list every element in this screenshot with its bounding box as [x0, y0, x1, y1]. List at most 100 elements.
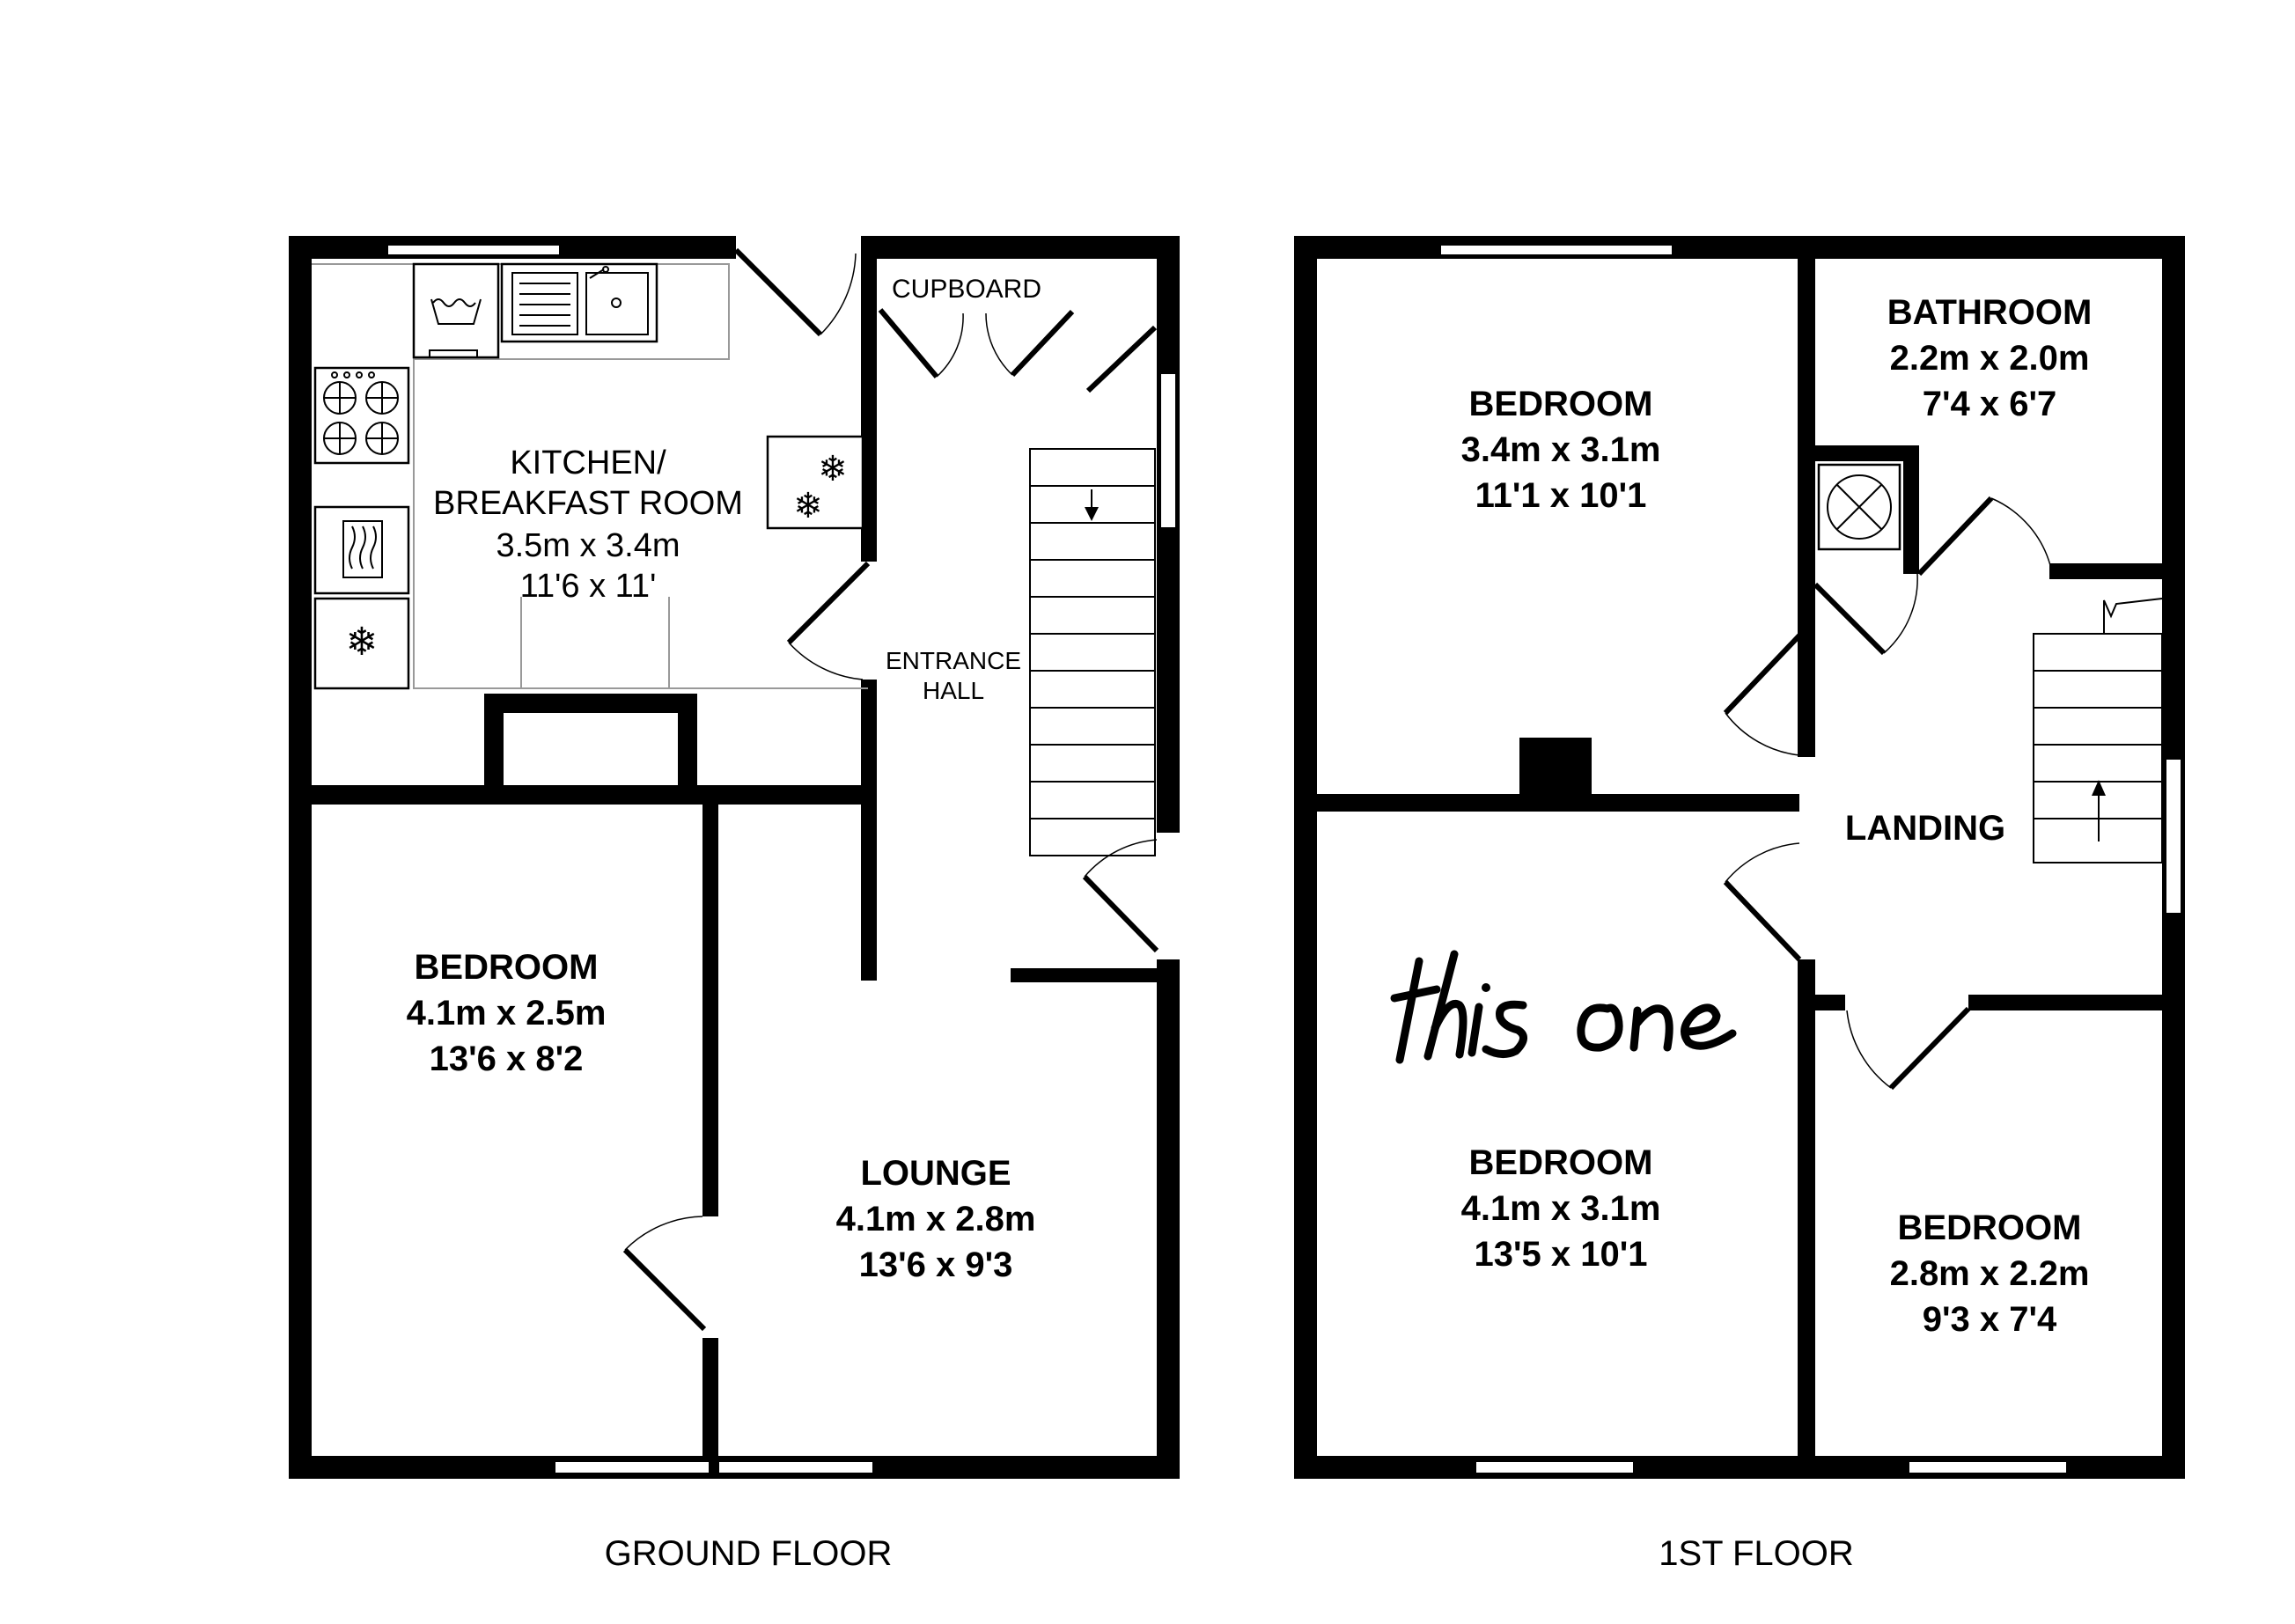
- cupboard-door-left-swing: [936, 312, 964, 378]
- bedroom-window: [554, 1460, 710, 1474]
- ground-wall-top-right: [861, 236, 1180, 259]
- rear-bedroom-imperial: 13'5 x 10'1: [1475, 1235, 1648, 1274]
- rear-bedroom-door-swing: [1725, 842, 1800, 883]
- chimney-breast-top: [484, 694, 697, 713]
- kitchen-hall-wall-lower: [861, 680, 877, 981]
- bedroom-door-swing: [624, 1216, 703, 1251]
- ground-bedroom-imperial: 13'6 x 8'2: [430, 1040, 584, 1078]
- rear-bedroom-door: [1723, 879, 1802, 962]
- landing-window: [2165, 758, 2182, 915]
- airing-cupboard-door-swing: [1883, 573, 1918, 654]
- kitchen-window: [386, 244, 561, 256]
- bathroom-door-swing: [1990, 497, 2052, 570]
- kitchen-worktop: [312, 263, 868, 689]
- kitchen-name-line1: KITCHEN/: [510, 445, 666, 481]
- first-stairs: [2033, 598, 2163, 863]
- bathroom-wall: [2049, 563, 2162, 579]
- entrance-hall-name-line1: ENTRANCE: [886, 647, 1021, 674]
- stairs-arrow-icon: [2092, 780, 2106, 841]
- freezer-icon: ❄: [313, 597, 410, 690]
- small-bedroom-wall-left: [1815, 995, 1845, 1010]
- ground-bedroom-name: BEDROOM: [415, 948, 599, 987]
- lounge-imperial: 13'6 x 9'3: [859, 1246, 1013, 1284]
- kitchen-name-line2: BREAKFAST ROOM: [433, 485, 743, 522]
- bathroom-name: BATHROOM: [1887, 293, 2093, 332]
- front-bedroom-door-swing: [1725, 712, 1800, 756]
- hob-icon: [313, 366, 410, 465]
- lounge-door: [1082, 874, 1159, 953]
- ground-wall-left: [289, 236, 312, 1479]
- stairs-arrow-icon: [1085, 489, 1099, 521]
- first-wall-left: [1294, 236, 1317, 1479]
- fridge-freezer-icon: ❄ ❄: [766, 435, 864, 530]
- microwave-icon: [313, 505, 410, 595]
- bedroom-door: [622, 1247, 707, 1332]
- small-bedroom-door: [1888, 1006, 1971, 1091]
- kitchen-hall-wall-upper: [861, 236, 877, 562]
- kitchen-door: [786, 561, 871, 645]
- cupboard-door-middle: [1010, 309, 1075, 378]
- svg-text:❄: ❄: [818, 449, 848, 489]
- front-bedroom-name: BEDROOM: [1469, 385, 1653, 423]
- ground-wall-right-upper: [1157, 236, 1180, 833]
- front-bedroom-imperial: 11'1 x 10'1: [1475, 476, 1647, 515]
- rear-bedroom-metric: 4.1m x 3.1m: [1461, 1189, 1661, 1228]
- chimney-breast-left: [484, 694, 504, 789]
- first-wall-top: [1294, 236, 2185, 259]
- small-bedroom-imperial: 9'3 x 7'4: [1923, 1300, 2057, 1339]
- lounge-name: LOUNGE: [860, 1154, 1011, 1193]
- ground-floor-plan: ❄ ❄ ❄ KITCHEN/ BREAKFA: [289, 236, 1180, 1573]
- small-bedroom-metric: 2.8m x 2.2m: [1890, 1254, 2090, 1293]
- front-bedroom-door: [1723, 633, 1802, 716]
- ground-wall-right-lower: [1157, 959, 1180, 1479]
- ground-stairs: [1029, 448, 1156, 856]
- landing-wall-lower: [1798, 959, 1815, 1479]
- front-door: [733, 247, 823, 337]
- svg-text:❄: ❄: [346, 620, 379, 665]
- bathroom-metric: 2.2m x 2.0m: [1890, 339, 2090, 378]
- bathroom-door: [1916, 496, 1994, 577]
- bathroom-imperial: 7'4 x 6'7: [1923, 385, 2056, 423]
- landing-name: LANDING: [1845, 809, 2005, 848]
- first-floor-caption: 1ST FLOOR: [1659, 1534, 1854, 1573]
- airing-cupboard-door: [1813, 582, 1887, 656]
- front-rear-bedroom-wall: [1317, 794, 1799, 812]
- chimney-breast-right: [678, 694, 697, 789]
- cupboard-door-left: [878, 308, 939, 378]
- first-chimney-breast: [1519, 738, 1592, 794]
- handwritten-annotation: [1390, 950, 1737, 1064]
- small-bedroom-window: [1908, 1460, 2068, 1474]
- kitchen-bedroom-wall: [312, 785, 868, 805]
- small-bedroom-door-swing: [1846, 1010, 1892, 1089]
- first-floor-plan: BEDROOM 3.4m x 3.1m 11'1 x 10'1 BATHROOM…: [1294, 236, 2185, 1573]
- rear-bedroom-name: BEDROOM: [1469, 1143, 1653, 1182]
- front-door-swing: [820, 253, 857, 335]
- front-bedroom-metric: 3.4m x 3.1m: [1461, 430, 1661, 469]
- sink-icon: [500, 262, 658, 343]
- svg-text:❄: ❄: [793, 486, 823, 526]
- hall-lounge-wall: [1011, 968, 1180, 982]
- cupboard-door-middle-swing: [985, 312, 1013, 376]
- lounge-window: [717, 1460, 874, 1474]
- entrance-hall-name-line2: HALL: [923, 677, 984, 704]
- front-bedroom-window: [1439, 244, 1673, 256]
- rear-bedroom-window: [1475, 1460, 1635, 1474]
- kitchen-metric: 3.5m x 3.4m: [496, 527, 680, 564]
- cupboard-name: CUPBOARD: [892, 275, 1041, 304]
- lounge-door-swing: [1084, 839, 1158, 878]
- kitchen-door-swing: [788, 642, 864, 680]
- boiler-icon: [1817, 463, 1901, 551]
- washing-machine-icon: [412, 262, 500, 359]
- ground-floor-caption: GROUND FLOOR: [605, 1534, 893, 1573]
- lounge-metric: 4.1m x 2.8m: [836, 1200, 1036, 1238]
- small-bedroom-wall-right: [1968, 995, 2162, 1010]
- ground-bedroom-metric: 4.1m x 2.5m: [407, 994, 607, 1032]
- bedroom-lounge-wall-upper: [702, 794, 718, 1216]
- cupboard-door-right: [1085, 325, 1158, 393]
- bedroom-lounge-wall-lower: [702, 1338, 718, 1461]
- hall-side-window: [1159, 372, 1177, 529]
- landing-wall-upper: [1798, 259, 1815, 757]
- airing-cupboard-top: [1815, 445, 1919, 461]
- small-bedroom-name: BEDROOM: [1898, 1209, 2082, 1247]
